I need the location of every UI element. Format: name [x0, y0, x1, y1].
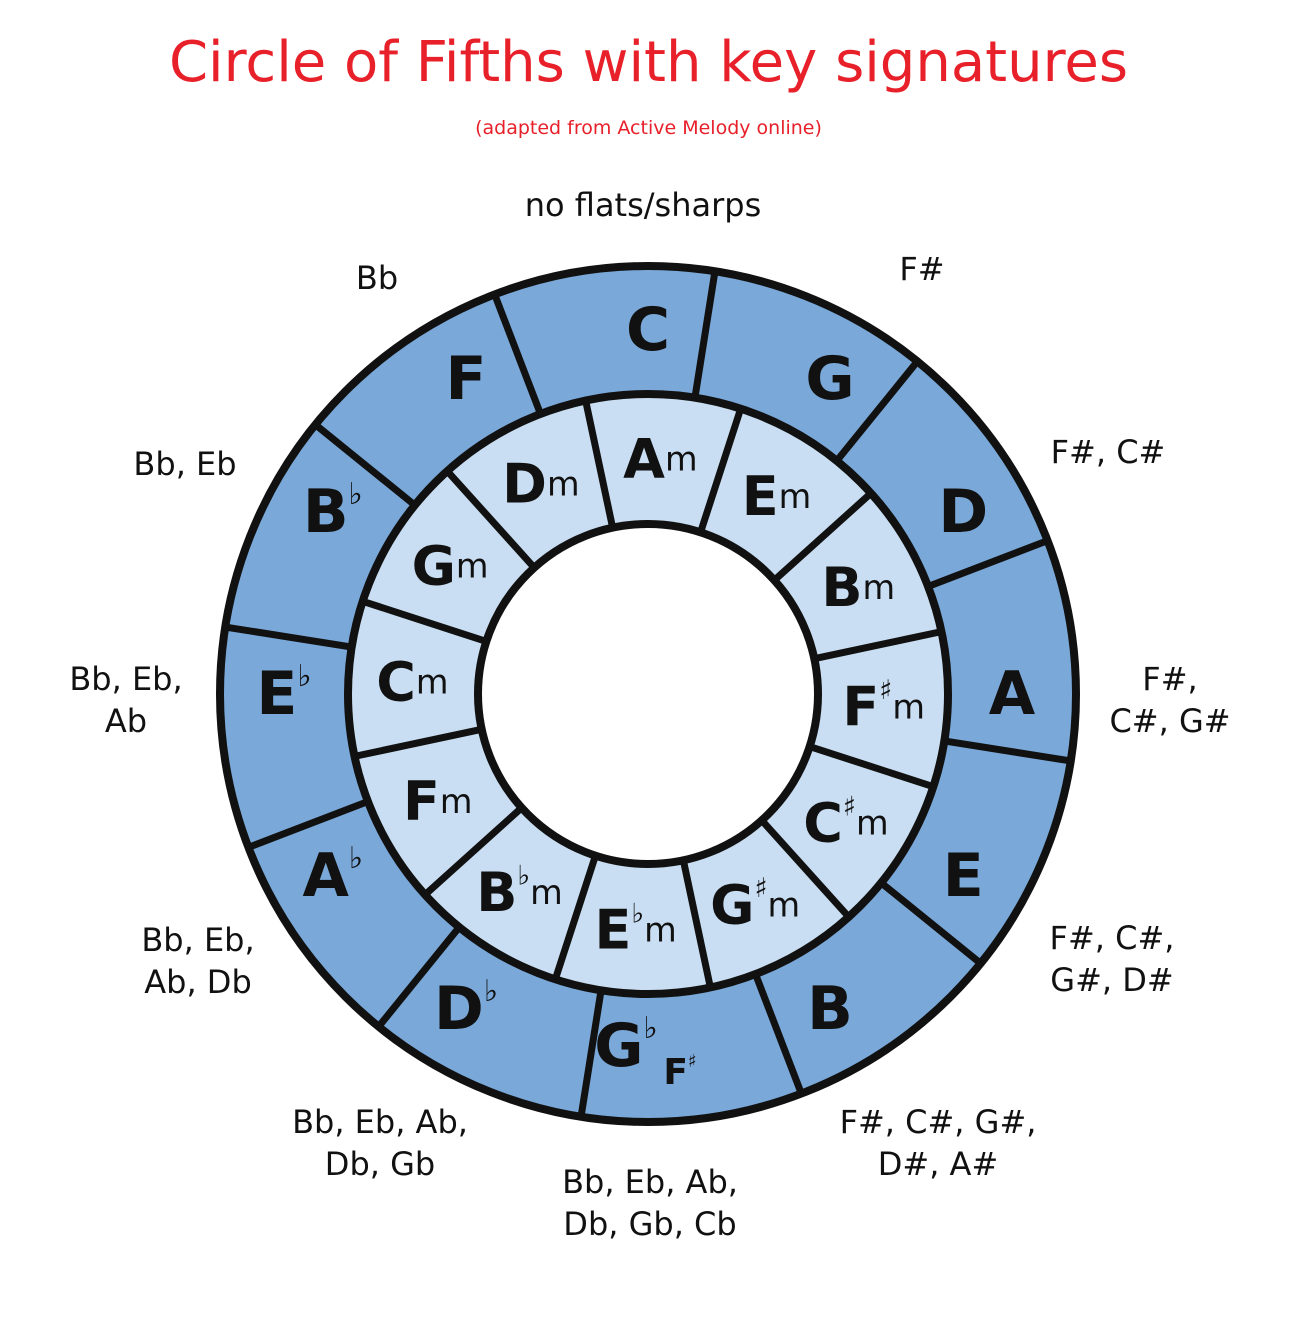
inner-divider — [679, 859, 714, 989]
key-signature-label: Bb, Eb,Ab, Db — [141, 921, 255, 1001]
minor-key-label: F♯m — [842, 675, 925, 738]
minor-key-label: Bm — [821, 555, 895, 618]
key-signature-label: Bb, Eb, Ab,Db, Gb, Cb — [562, 1163, 738, 1243]
major-key-label: G — [805, 344, 854, 414]
inner-divider — [551, 854, 599, 981]
major-key-sector — [928, 540, 1076, 761]
key-signature-label: Bb, Eb,Ab — [69, 660, 183, 740]
outer-divider — [926, 537, 1049, 590]
key-signature-label: Bb — [355, 259, 399, 297]
major-key-label: A♭ — [302, 841, 363, 912]
key-signature-label: F#, C#,G#, D# — [1049, 919, 1175, 999]
minor-key-label: Fm — [403, 770, 473, 833]
major-key-label: F — [446, 344, 487, 414]
minor-key-sector — [809, 631, 948, 787]
key-signature-label: F#, C# — [1050, 433, 1166, 471]
major-key-sector — [225, 424, 415, 648]
outer-divider — [878, 880, 983, 967]
minor-key-label: Em — [742, 465, 812, 528]
outer-divider — [834, 359, 921, 464]
minor-key-sector — [761, 746, 934, 917]
major-key-sector — [755, 882, 981, 1094]
key-signature-label: F# — [899, 250, 945, 288]
minor-key-label: Am — [623, 427, 697, 490]
key-signature-label: no flats/sharps — [524, 186, 762, 224]
minor-key-label: Cm — [376, 650, 448, 713]
minor-key-label: E♭m — [595, 898, 677, 961]
outer-divider — [491, 293, 544, 416]
minor-key-sector — [585, 394, 741, 533]
outer-divider — [752, 972, 805, 1095]
major-key-label: B — [807, 974, 853, 1044]
minor-key-sector — [362, 471, 535, 642]
outer-divider — [691, 270, 719, 399]
middle-ring-border — [344, 390, 952, 998]
major-key-sector — [378, 927, 602, 1117]
inner-ring-border — [474, 520, 822, 868]
major-key-label: C — [626, 295, 670, 365]
page-subtitle: (adapted from Active Melody online) — [475, 117, 822, 139]
minor-key-sector — [348, 601, 487, 757]
inner-divider — [759, 817, 852, 920]
outer-ring-border — [216, 262, 1080, 1126]
major-key-sector — [220, 627, 368, 848]
page-title: Circle of Fifths with key signatures — [168, 30, 1129, 95]
key-signature-label: F#,C#, G# — [1109, 660, 1231, 740]
major-key-sector — [694, 271, 918, 461]
key-signature-label: Bb, Eb, Ab,Db, Gb — [292, 1103, 468, 1183]
inner-divider — [808, 743, 935, 791]
major-key-sector — [881, 740, 1071, 964]
major-key-label: D — [938, 477, 988, 547]
inner-divider — [422, 805, 525, 898]
major-key-label: E — [943, 841, 984, 911]
minor-key-label: C♯m — [803, 791, 888, 854]
minor-key-sector — [425, 807, 596, 980]
minor-key-sector — [700, 408, 871, 581]
major-key-label: D♭ — [434, 974, 498, 1045]
inner-divider — [813, 628, 943, 663]
minor-key-label: Gm — [412, 534, 489, 597]
enharmonic-key-label: F♯ — [663, 1051, 696, 1093]
minor-key-label: G♯m — [710, 873, 800, 936]
outer-divider — [577, 989, 605, 1118]
outer-divider — [224, 623, 353, 651]
inner-divider — [771, 490, 874, 583]
minor-key-sector — [555, 855, 711, 994]
inner-divider — [361, 597, 488, 645]
outer-divider — [943, 737, 1072, 765]
major-key-label: A — [989, 659, 1036, 729]
minor-key-label: Dm — [502, 452, 579, 515]
major-key-sector — [315, 294, 541, 506]
major-key-sector — [581, 974, 802, 1122]
outer-divider — [247, 798, 370, 851]
major-key-label: B♭ — [303, 477, 363, 548]
major-key-sector — [494, 265, 715, 414]
inner-divider — [582, 399, 617, 529]
major-key-label: E♭ — [256, 659, 311, 730]
minor-key-label: B♭m — [476, 860, 563, 923]
outer-divider — [313, 421, 418, 508]
major-key-sector — [248, 801, 460, 1027]
inner-divider — [697, 407, 745, 534]
inner-divider — [353, 725, 483, 760]
inner-divider — [444, 468, 537, 571]
key-signature-label: F#, C#, G#,D#, A# — [839, 1103, 1037, 1183]
major-key-label: G♭ — [594, 1011, 657, 1082]
key-signature-label: Bb, Eb — [133, 445, 237, 483]
major-key-sector — [836, 361, 1048, 587]
outer-divider — [375, 924, 462, 1029]
